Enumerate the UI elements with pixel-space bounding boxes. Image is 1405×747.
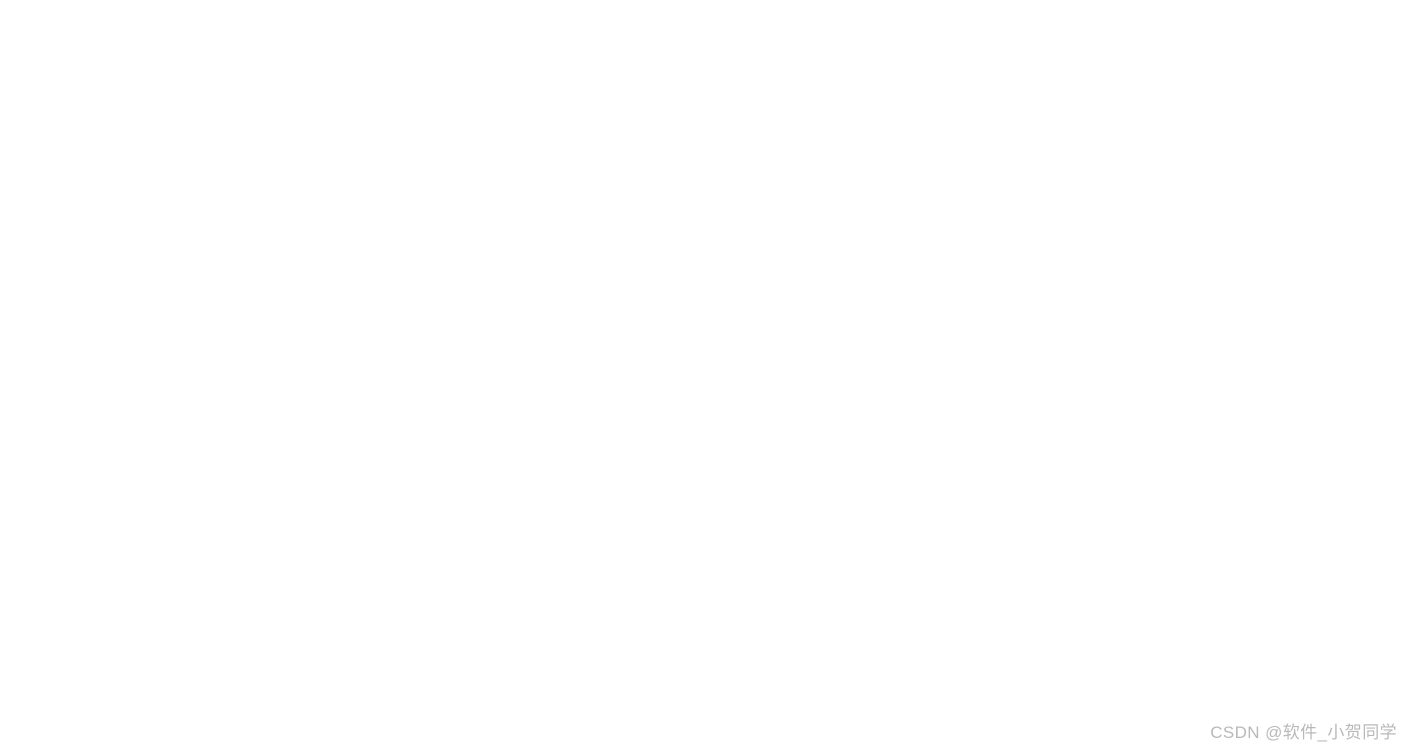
diagram-canvas: CSDN @软件_小贺同学 (0, 0, 1405, 747)
org-chart-svg (0, 0, 1405, 747)
